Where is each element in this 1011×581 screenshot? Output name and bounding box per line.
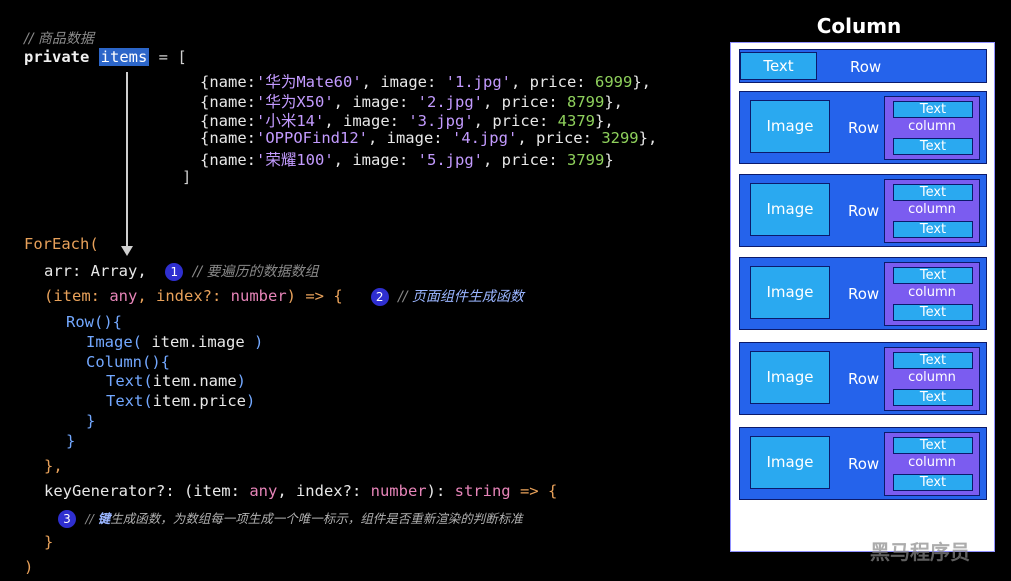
image-box: Image (750, 266, 830, 319)
diagram-title: Column (816, 14, 902, 38)
row-label: Row (848, 285, 880, 303)
text-name-line: Text(item.name) (106, 372, 247, 390)
top-row-block: Text Row (739, 49, 987, 83)
text-box: Text (893, 474, 973, 491)
close-bracket: ] (182, 168, 192, 186)
arrow-head (121, 246, 133, 256)
foreach-line: ForEach( (24, 235, 99, 253)
top-row-label: Row (850, 58, 882, 76)
comment3-line: 3 // 键生成函数，为数组每一项生成一个唯一标示，组件是否重新渲染的判断标准 (58, 508, 523, 528)
text-price-line: Text(item.price) (106, 392, 256, 410)
item-line: {name:'华为Mate60', image: '1.jpg', price:… (200, 73, 651, 91)
item-line: {name:'小米14', image: '3.jpg', price: 437… (200, 112, 614, 130)
column-label: column (908, 455, 956, 470)
row-label: Row (848, 370, 880, 388)
arr-line: arr: Array, 1 // 要遍历的数据数组 (44, 262, 319, 281)
text-box: Text (893, 101, 973, 118)
badge-3: 3 (58, 509, 76, 528)
text-box: Text (893, 437, 973, 454)
image-box: Image (750, 100, 830, 153)
row-label: Row (848, 202, 880, 220)
text-box: Text (893, 138, 973, 155)
comment-2: 页面组件生成函数 (411, 289, 524, 305)
text-box: Text (893, 267, 973, 284)
item-line: {name:'荣耀100', image: '5.jpg', price: 37… (200, 151, 614, 169)
code-block: // 商品数据 private items = [ {name:'华为Mate6… (24, 28, 657, 576)
comment-data: // 商品数据 (24, 31, 94, 47)
brace-close-keygen: } (44, 533, 54, 551)
item-line: {name:'华为X50', image: '2.jpg', price: 87… (200, 92, 623, 111)
var-items: items (98, 48, 150, 66)
brace-close-column: } (86, 412, 96, 430)
kw-private: private (24, 48, 90, 66)
watermark: 黑马程序员 (870, 540, 970, 564)
text-box: Text (893, 304, 973, 321)
keygen-line: keyGenerator?: (item: any, index?: numbe… (44, 482, 558, 500)
row-label: Row (848, 455, 880, 473)
text-box: Text (893, 389, 973, 406)
item-fn-line: (item: any, index?: number) => { 2 // 页面… (44, 287, 524, 306)
assign: = [ (149, 48, 187, 66)
comment-3: 生成函数，为数组每一项生成一个唯一标示，组件是否重新渲染的判断标准 (110, 511, 523, 526)
brace-comma: }, (44, 457, 63, 475)
column-label: column (908, 370, 956, 385)
badge-2: 2 (370, 287, 389, 306)
image-box: Image (750, 351, 830, 404)
column-label: column (908, 202, 956, 217)
row-label: Row (848, 119, 880, 137)
top-text-box: Text (740, 52, 817, 80)
text-box: Text (893, 352, 973, 369)
image-box: Image (750, 183, 830, 236)
brace-close-row: } (66, 432, 76, 450)
column-label: column (908, 285, 956, 300)
private-items-line: private items = [ (24, 48, 187, 66)
column-open: Column(){ (86, 353, 170, 371)
badge-1: 1 (165, 262, 184, 281)
text-box: Text (893, 184, 973, 201)
item-line: {name:'OPPOFind12', image: '4.jpg', pric… (200, 128, 658, 147)
image-box: Image (750, 436, 830, 489)
row-open: Row(){ (66, 313, 122, 331)
comment-1: // 要遍历的数据数组 (192, 264, 319, 280)
paren-close: ) (24, 558, 34, 576)
comment-3-bold: 键 (97, 511, 111, 526)
text-box: Text (893, 221, 973, 238)
arrow-line (126, 72, 128, 248)
image-line: Image( item.image ) (86, 333, 264, 351)
column-label: column (908, 119, 956, 134)
